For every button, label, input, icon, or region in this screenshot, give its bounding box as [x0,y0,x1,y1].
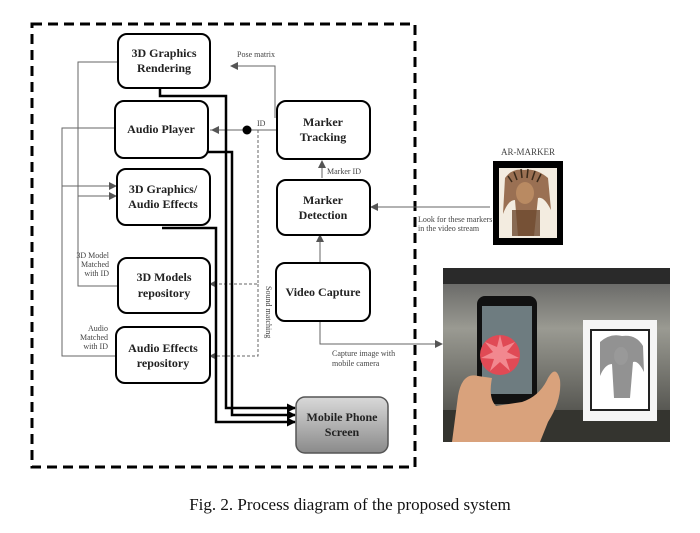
box-graphics-audio-effects: 3D Graphics/ Audio Effects [116,168,211,226]
box-label-line: Audio Player [127,122,195,136]
box-label-line: 3D Graphics [131,46,196,60]
box-label-line: Audio Effects [128,341,198,355]
box-label-line: Mobile Phone [307,410,379,424]
label-model-matched-3: with ID [84,269,109,278]
label-sound-id: Sound matching [264,286,273,338]
label-pose-matrix: Pose matrix [237,50,275,59]
box-label-line: 3D Graphics/ [129,182,198,196]
hand [452,371,561,442]
box-label-line: Video Capture [286,285,362,299]
box-label-line: Tracking [300,130,346,144]
label-audio-matched-1: Audio [88,324,108,333]
box-marker-tracking: Marker Tracking [276,100,371,160]
label-marker-id: Marker ID [327,167,361,176]
box-label-line: Marker [303,193,344,207]
box-label-line: Marker [303,115,344,129]
box-graphics-rendering: 3D Graphics Rendering [117,33,211,89]
system-boundary [30,22,417,469]
chief-portrait-image [503,168,551,236]
box-audio-player: Audio Player [114,100,209,159]
box-label-line: Detection [299,208,348,222]
label-capture-1: Capture image with [332,349,395,358]
junction-dot [242,125,252,135]
box-video-capture: Video Capture [275,262,371,322]
box-label-line: Rendering [137,61,191,75]
box-label-line: repository [138,286,190,300]
ar-marker-title: AR-MARKER [501,147,555,157]
label-audio-matched-3: with ID [83,342,108,351]
box-label-line: repository [137,356,189,370]
label-model-matched-1: 3D Model [76,251,109,260]
label-id: ID [257,119,266,128]
label-look-for-1: Look for these markers [418,215,492,224]
box-label-line: Audio Effects [128,197,198,211]
mobile-camera-photo [443,268,670,442]
screen-connectors [158,88,296,427]
ar-marker: AR-MARKER [493,147,563,245]
box-marker-detection: Marker Detection [276,179,371,236]
box-label-line: Screen [325,425,360,439]
label-look-for-2: in the video stream [418,224,480,233]
label-capture-2: mobile camera [332,359,380,368]
box-mobile-phone-screen: Mobile Phone Screen [295,396,389,454]
box-models-repository: 3D Models repository [117,257,211,314]
connectors [61,58,490,357]
box-audio-effects-repository: Audio Effects repository [115,326,211,384]
label-model-matched-2: Matched [81,260,109,269]
label-audio-matched-2: Matched [80,333,108,342]
box-label-line: 3D Models [137,270,192,284]
figure-caption: Fig. 2. Process diagram of the proposed … [189,495,511,514]
wall-marker-frame [583,320,657,421]
